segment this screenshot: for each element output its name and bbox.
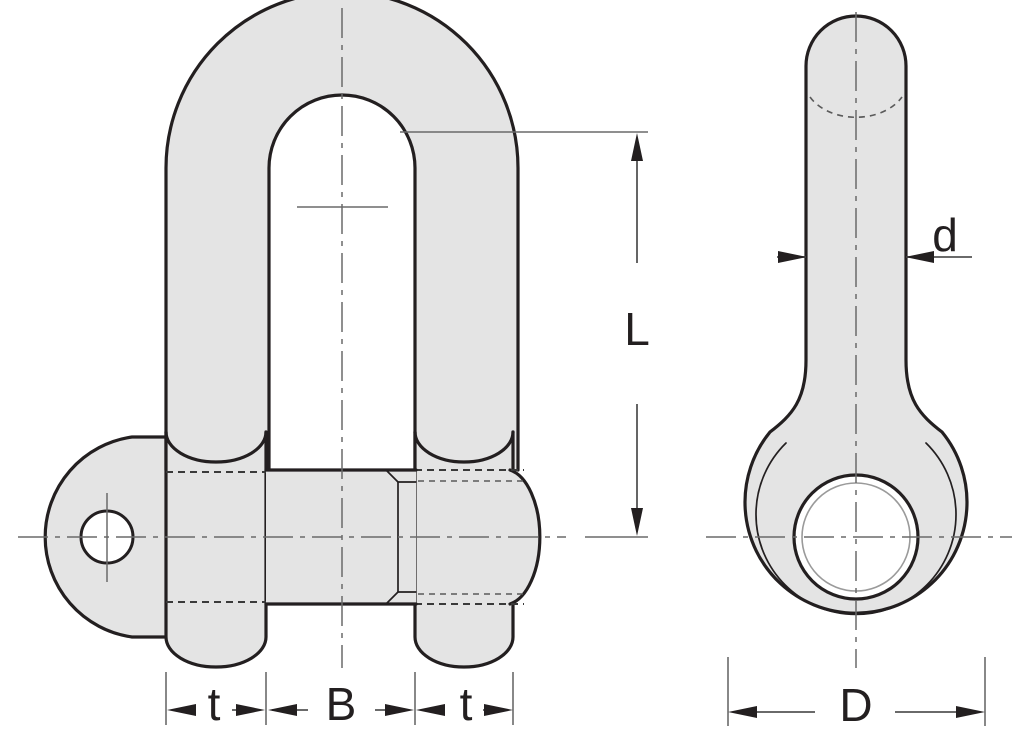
dimension-label-L: L [624,303,650,355]
right-leg [413,430,515,669]
dimension-label-t-right: t [460,678,473,730]
pin-hidden-edges [166,469,524,605]
dimension-label-d: d [932,209,958,261]
side-view-centerlines [706,12,1012,668]
dimension-t-left: t [167,678,265,730]
left-leg [164,430,268,669]
dimension-d: d [777,209,972,263]
front-view-centerlines [18,8,566,668]
dimension-D: D [727,657,986,731]
dimension-L: L [400,131,650,538]
dimension-label-t-left: t [208,678,221,730]
dimension-label-D: D [839,679,872,731]
shank-top-hidden-arc [809,96,903,119]
dimension-B: B [268,678,414,730]
side-view [706,12,1012,668]
dimension-label-B: B [326,678,357,730]
dimension-row-bottom: t B t [165,672,514,730]
dimension-t-right: t [416,678,513,730]
front-view [18,0,566,669]
